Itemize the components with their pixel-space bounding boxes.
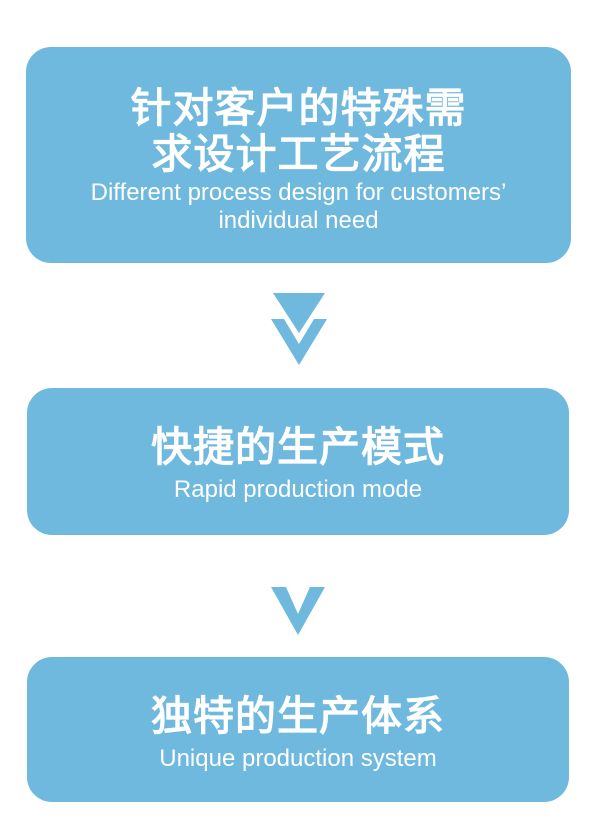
step-box-rapid-production: 快捷的生产模式 Rapid production mode (27, 388, 569, 535)
step-subtitle-en: Unique production system (159, 745, 437, 772)
chevron-down-icon (271, 587, 325, 635)
arrow-chevron (271, 587, 325, 635)
double-chevron-down-icon (271, 293, 327, 365)
step-title-zh: 快捷的生产模式 (151, 423, 445, 471)
step-title-zh-line-2: 求设计工艺流程 (151, 130, 446, 178)
step-title-zh-line-1: 针对客户的特殊需 (130, 84, 467, 132)
step-title-zh: 独特的生产体系 (151, 692, 445, 740)
step-subtitle-en: Rapid production mode (173, 476, 423, 503)
step-box-custom-process: 针对客户的特殊需 求设计工艺流程 Different process desig… (26, 47, 571, 263)
arrow-triangle (273, 293, 325, 333)
arrow-chevron (271, 319, 327, 365)
step-subtitle-en-line-2: individual need (218, 207, 379, 234)
step-box-unique-system: 独特的生产体系 Unique production system (27, 657, 569, 802)
step-subtitle-en-line-1: Different process design for customers’ (90, 179, 507, 206)
